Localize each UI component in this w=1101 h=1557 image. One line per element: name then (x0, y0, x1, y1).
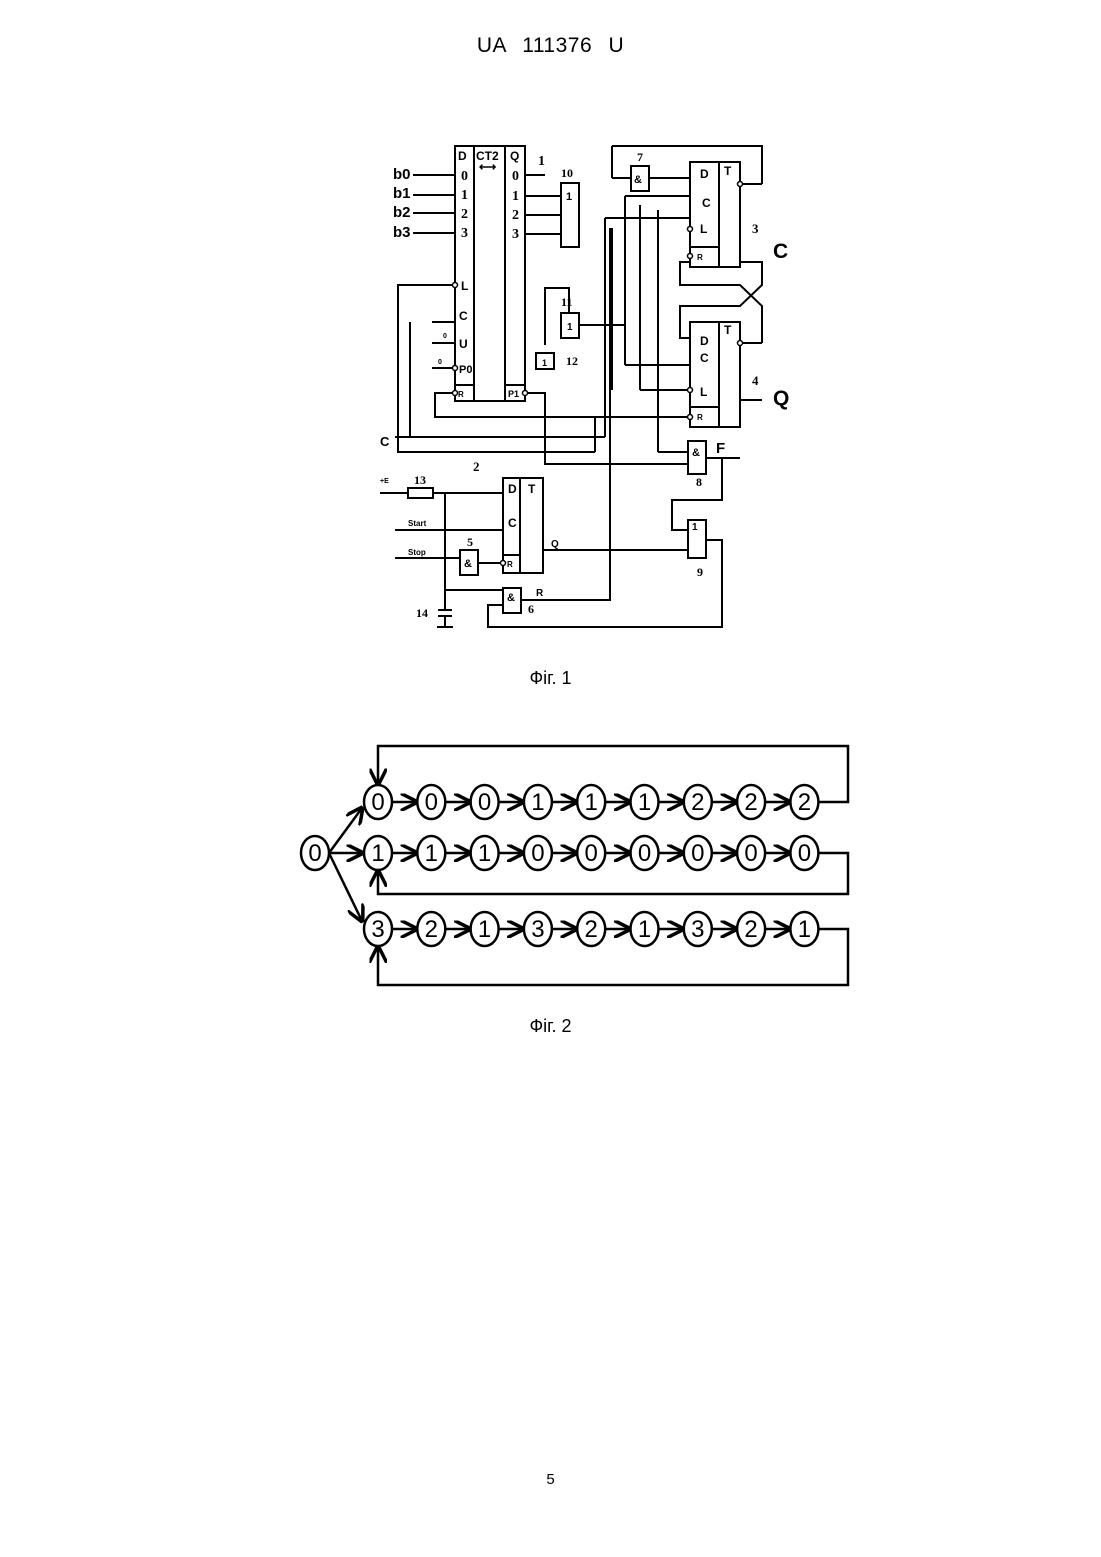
svg-text:1: 1 (531, 789, 544, 816)
svg-text:0: 0 (308, 840, 321, 867)
state-node-r0-2: 0 (471, 785, 499, 819)
svg-text:0: 0 (798, 840, 811, 867)
figure2-caption: Фіг. 2 (0, 1016, 1101, 1037)
svg-text:0: 0 (371, 789, 384, 816)
loop-back-2 (378, 929, 848, 985)
svg-text:0: 0 (425, 789, 438, 816)
state-node-r0-0: 0 (364, 785, 392, 819)
svg-text:3: 3 (531, 916, 544, 943)
state-node-r1-6: 0 (684, 836, 712, 870)
loop-back-1 (378, 853, 848, 894)
svg-text:1: 1 (638, 789, 651, 816)
loop-back-0 (378, 746, 848, 802)
svg-text:2: 2 (585, 916, 598, 943)
svg-text:0: 0 (531, 840, 544, 867)
state-node-r2-0: 3 (364, 912, 392, 946)
state-node-r2-3: 3 (524, 912, 552, 946)
start-arrow-0 (329, 808, 362, 853)
svg-text:3: 3 (371, 916, 384, 943)
state-node-r0-7: 2 (737, 785, 765, 819)
svg-text:2: 2 (798, 789, 811, 816)
page-number: 5 (0, 1471, 1101, 1488)
svg-text:1: 1 (798, 916, 811, 943)
state-node-r1-1: 1 (417, 836, 445, 870)
state-node-r1-4: 0 (577, 836, 605, 870)
state-node-r2-1: 2 (417, 912, 445, 946)
svg-text:0: 0 (478, 789, 491, 816)
state-node-r2-2: 1 (471, 912, 499, 946)
state-node-r0-5: 1 (631, 785, 659, 819)
state-node-r1-3: 0 (524, 836, 552, 870)
state-node-r0-4: 1 (577, 785, 605, 819)
svg-text:0: 0 (744, 840, 757, 867)
state-node-r0-6: 2 (684, 785, 712, 819)
state-node-r1-7: 0 (737, 836, 765, 870)
svg-text:2: 2 (744, 916, 757, 943)
state-node-r1-5: 0 (631, 836, 659, 870)
svg-text:0: 0 (691, 840, 704, 867)
svg-text:1: 1 (585, 789, 598, 816)
state-node-r0-3: 1 (524, 785, 552, 819)
svg-text:1: 1 (371, 840, 384, 867)
state-node-r1-2: 1 (471, 836, 499, 870)
state-node-r1-0: 1 (364, 836, 392, 870)
start-arrow-2 (329, 853, 362, 921)
svg-text:1: 1 (638, 916, 651, 943)
svg-text:2: 2 (744, 789, 757, 816)
state-node-r2-7: 2 (737, 912, 765, 946)
svg-text:0: 0 (638, 840, 651, 867)
state-node-r2-6: 3 (684, 912, 712, 946)
state-node-r1-8: 0 (790, 836, 818, 870)
svg-text:1: 1 (478, 840, 491, 867)
state-node-r0-8: 2 (790, 785, 818, 819)
state-node-r0-1: 0 (417, 785, 445, 819)
svg-text:1: 1 (425, 840, 438, 867)
svg-text:2: 2 (691, 789, 704, 816)
svg-text:0: 0 (585, 840, 598, 867)
svg-text:2: 2 (425, 916, 438, 943)
state-node-r2-5: 1 (631, 912, 659, 946)
state-node-r2-8: 1 (790, 912, 818, 946)
state-node-start: 0 (301, 836, 329, 870)
state-node-r2-4: 2 (577, 912, 605, 946)
svg-text:1: 1 (478, 916, 491, 943)
svg-text:3: 3 (691, 916, 704, 943)
